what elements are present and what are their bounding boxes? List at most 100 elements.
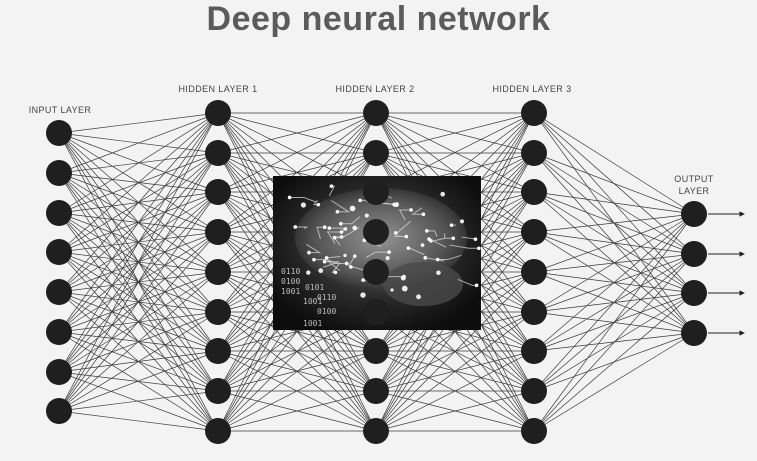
neuron-node (363, 100, 389, 126)
circuit-dot (362, 238, 367, 243)
connection-line (375, 112, 535, 154)
spark-dot (459, 219, 465, 224)
circuit-dot (393, 231, 398, 235)
connection-line (533, 253, 695, 432)
connection-line (533, 213, 695, 392)
circuit-dot (421, 212, 426, 217)
connection-line (217, 112, 377, 154)
connection-line (217, 350, 377, 432)
neuron-node (46, 359, 72, 385)
connection-line (58, 112, 219, 214)
circuit-dot (339, 221, 343, 226)
connection-line (533, 213, 695, 432)
neuron-node (205, 259, 231, 285)
hidden-layer-1-label: HIDDEN LAYER 1 (178, 84, 258, 94)
neuron-node (363, 259, 389, 285)
neuron-node (205, 299, 231, 325)
circuit-trace (444, 233, 454, 239)
circuit-dot (358, 198, 362, 203)
circuit-dot (329, 184, 334, 188)
binary-text: 0110 (317, 293, 336, 302)
circuit-trace (411, 207, 424, 215)
connection-line (58, 410, 219, 432)
circuit-trace (327, 259, 347, 264)
neuron-node (205, 219, 231, 245)
spark-dot (306, 270, 311, 275)
connection-line (58, 350, 219, 412)
neuron-node (205, 140, 231, 166)
circuit-trace (340, 216, 361, 225)
connection-line (58, 371, 219, 432)
circuit-trace (398, 209, 412, 221)
circuit-dot (322, 259, 327, 264)
neuron-node (205, 418, 231, 444)
connection-line (58, 152, 219, 412)
circuit-dot (435, 257, 440, 262)
binary-text: 0101 (305, 283, 324, 292)
spark-dot (440, 191, 445, 197)
spark-dot (352, 225, 358, 231)
connection-line (533, 213, 695, 273)
connection-line (533, 292, 695, 432)
spark-dot (349, 205, 356, 212)
connection-line (375, 390, 535, 432)
circuit-dot (404, 234, 409, 239)
neuron-node (681, 280, 707, 306)
circuit-dot (409, 208, 413, 212)
diagram-title: Deep neural network (206, 0, 551, 38)
connection-line (58, 231, 219, 412)
circuit-trace (326, 231, 342, 244)
binary-text: 0100 (281, 277, 300, 286)
binary-text: 1001 (281, 287, 300, 296)
spark-dot (436, 270, 441, 276)
neuron-node (363, 299, 389, 325)
spark-dot (401, 285, 408, 292)
connection-line (58, 112, 219, 253)
connection-line (375, 311, 535, 432)
spark-dot (360, 292, 366, 298)
binary-text: 0110 (281, 267, 300, 276)
connection-line (533, 213, 695, 233)
spark-dot (364, 213, 369, 218)
input-layer-label: INPUT LAYER (28, 105, 92, 115)
connection-line (533, 213, 695, 313)
circuit-dot (352, 254, 357, 258)
neuron-node (46, 319, 72, 345)
output-layer-label: OUTPUT LAYER (674, 174, 714, 196)
circuit-trace (449, 244, 479, 249)
neuron-node (681, 241, 707, 267)
connection-line (217, 112, 377, 233)
connection-line (533, 152, 695, 215)
spark-dot (300, 202, 307, 208)
circuit-dot (427, 237, 431, 241)
connection-line (58, 132, 219, 193)
spark-dot (343, 253, 347, 258)
connection-line (58, 371, 219, 392)
circuit-dot (349, 265, 353, 269)
neuron-node (363, 219, 389, 245)
neuron-node (46, 398, 72, 424)
output-arrows (708, 211, 745, 336)
circuit-dot (474, 283, 479, 288)
circuit-dot (423, 256, 428, 260)
circuit-trace (334, 227, 360, 239)
neuron-node (363, 338, 389, 364)
spark-dot (420, 243, 425, 247)
neuron-node (205, 378, 231, 404)
circuit-dot (327, 226, 332, 230)
connection-line (58, 112, 219, 412)
neuron-node (363, 418, 389, 444)
neuron-node (681, 201, 707, 227)
connection-line (58, 311, 219, 412)
circuit-trace (306, 243, 322, 254)
neuron-node (521, 299, 547, 325)
circuit-dot (449, 223, 454, 227)
neuron-node (521, 338, 547, 364)
neuron-node (521, 378, 547, 404)
circuit-trace (313, 259, 341, 272)
circuit-trace (365, 251, 390, 259)
connection-line (533, 191, 695, 294)
circuit-dot (333, 270, 338, 275)
